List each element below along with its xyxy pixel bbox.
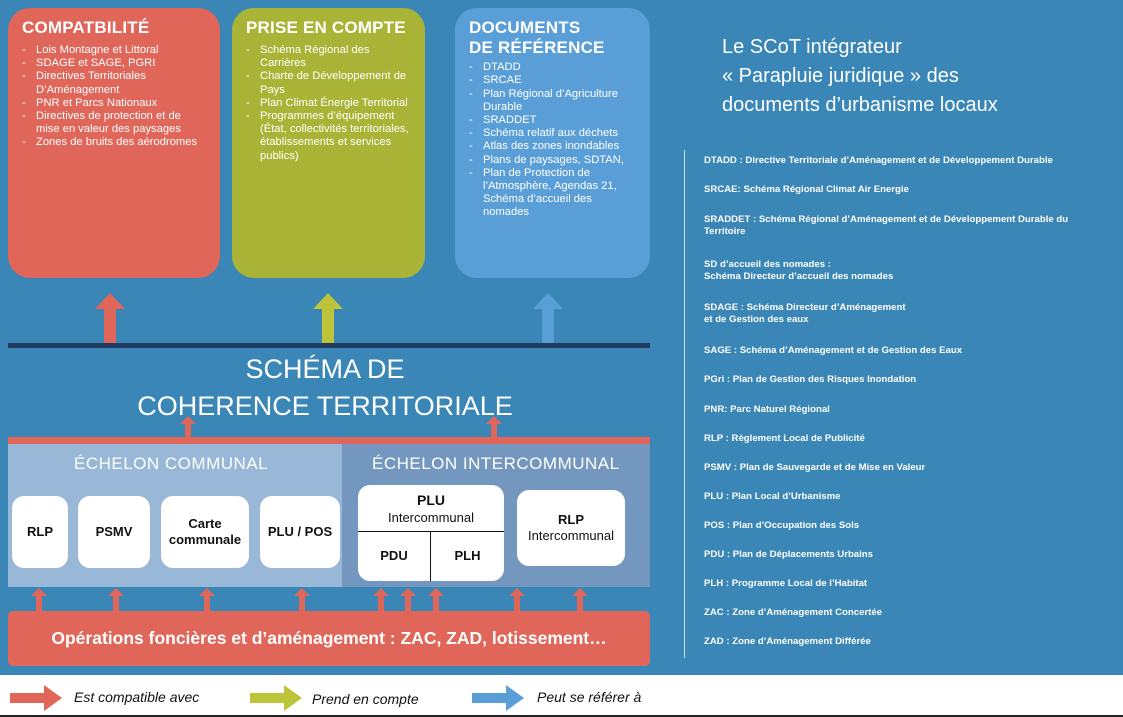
list-item: Directives de protection et de mise en v…	[22, 110, 206, 136]
list-item: PNR et Parcs Nationaux	[22, 97, 206, 110]
pdu-label: PDU	[380, 548, 408, 563]
echelon-intercommunal-title: ÉCHELON INTERCOMMUNAL	[372, 454, 620, 473]
glossary-item: SAGE : Schéma d’Aménagement et de Gestio…	[704, 345, 963, 356]
glossary-item: PGri : Plan de Gestion des Risques Inond…	[704, 374, 917, 385]
glossary-item: SRADDET : Schéma Régional d’Aménagement …	[704, 214, 1069, 237]
list-item: Atlas des zones inondables	[469, 140, 636, 153]
list-item: DTADD	[469, 61, 636, 74]
glossary-item: ZAD : Zone d’Aménagement Différée	[704, 636, 871, 647]
glossary-divider	[684, 150, 685, 658]
rlpi-subtitle: Intercommunal	[528, 528, 614, 543]
prise-en-compte-title: PRISE EN COMPTE	[246, 18, 406, 37]
title-line: DE RÉFÉRENCE	[469, 38, 605, 58]
small-up-arrow	[486, 416, 502, 438]
rlp-card: RLP	[12, 496, 68, 568]
card-divider	[430, 531, 431, 581]
small-up-arrow	[400, 588, 416, 611]
compatibility-title: COMPATBILITÉ	[22, 18, 150, 37]
legend-compatible-arrow	[10, 685, 62, 711]
prise-en-compte-box: PRISE EN COMPTE Schéma Régional des Carr…	[232, 8, 425, 278]
glossary-item: SDAGE : Schéma Directeur d’Aménagement e…	[704, 302, 906, 325]
legend-refere-arrow	[472, 685, 524, 711]
card-divider	[358, 531, 504, 532]
list-item: Lois Montagne et Littoral	[22, 44, 206, 57]
list-item: Plans de paysages, SDTAN,	[469, 154, 636, 167]
small-up-arrow	[428, 588, 444, 611]
reference-up-arrow	[533, 293, 563, 343]
plu-pos-card: PLU / POS	[260, 496, 340, 568]
glossary-item: PLU : Plan Local d’Urbanisme	[704, 491, 841, 502]
scot-integrateur-title: Le SCoT intégrateur « Parapluie juridiqu…	[722, 33, 998, 120]
glossary-item: PSMV : Plan de Sauvegarde et de Mise en …	[704, 462, 926, 473]
list-item: Schéma relatif aux déchets	[469, 127, 636, 140]
rlpi-card: RLP Intercommunal	[517, 490, 625, 566]
echelon-top-bar	[8, 437, 650, 444]
glossary-item: ZAC : Zone d’Aménagement Concertée	[704, 607, 883, 618]
small-up-arrow	[199, 588, 215, 611]
plui-subtitle: Intercommunal	[388, 510, 474, 525]
list-item: Programmes d’équipement (État, collectiv…	[246, 110, 411, 163]
list-item: Directives Territoriales D’Aménagement	[22, 70, 206, 96]
glossary-item: PNR: Parc Naturel Régional	[704, 404, 830, 415]
scot-title-line2: COHERENCE TERRITORIALE	[137, 391, 513, 421]
echelon-communal-title: ÉCHELON COMMUNAL	[74, 454, 269, 473]
title-line: Le SCoT intégrateur	[722, 36, 902, 58]
bottom-border-line	[0, 715, 1123, 717]
small-up-arrow	[180, 416, 196, 438]
plui-card: PLU Intercommunal PDU PLH	[358, 485, 504, 581]
list-item: Plan Régional d’Agriculture Durable	[469, 88, 636, 114]
prise-en-compte-up-arrow	[313, 293, 343, 343]
legend-prend-arrow	[250, 685, 302, 711]
card-line: communale	[168, 532, 242, 547]
small-up-arrow	[373, 588, 389, 611]
glossary-item: SD d’accueil des nomades : Schéma Direct…	[704, 259, 894, 282]
scot-title-line1: SCHÉMA DE	[245, 354, 405, 384]
list-item: Zones de bruits des aérodromes	[22, 136, 206, 149]
list-item: SRADDET	[469, 114, 636, 127]
plui-title: PLU	[417, 492, 445, 508]
list-item: SDAGE et SAGE, PGRI	[22, 57, 206, 70]
small-up-arrow	[294, 588, 310, 611]
compatible-up-arrow	[95, 293, 125, 343]
psmv-card: PSMV	[78, 496, 150, 568]
list-item: Schéma Régional des Carrières	[246, 44, 411, 70]
list-item: Plan de Protection de l’Atmosphère, Agen…	[469, 167, 636, 220]
operations-bar: Opérations foncières et d’aménagement : …	[8, 611, 650, 666]
compatibility-list: Lois Montagne et Littoral SDAGE et SAGE,…	[22, 44, 206, 150]
legend-compatible-label: Est compatible avec	[74, 689, 200, 705]
scot-top-line	[8, 343, 650, 348]
glossary-item: POS : Plan d’Occupation des Sols	[704, 520, 860, 531]
documents-reference-list: DTADD SRCAE Plan Régional d’Agriculture …	[469, 61, 636, 219]
legend-refere-label: Peut se référer à	[537, 689, 642, 705]
compatibility-box: COMPATBILITÉ Lois Montagne et Littoral S…	[8, 8, 220, 278]
list-item: Charte de Développement de Pays	[246, 70, 411, 96]
list-item: SRCAE	[469, 74, 636, 87]
glossary-item: PLH : Programme Local de l’Habitat	[704, 578, 868, 589]
legend-prend-label: Prend en compte	[312, 691, 419, 707]
glossary-item: RLP : Règlement Local de Publicité	[704, 433, 865, 444]
carte-communale-card: Carte communale	[161, 496, 249, 568]
small-up-arrow	[572, 588, 588, 611]
list-item: Plan Climat Énergie Territorial	[246, 97, 411, 110]
glossary-item: DTADD : Directive Territoriale d’Aménage…	[704, 155, 1053, 166]
glossary-item: PDU : Plan de Déplacements Urbains	[704, 549, 874, 560]
small-up-arrow	[509, 588, 525, 611]
small-up-arrow	[108, 588, 124, 611]
glossary-item: SRCAE: Schéma Régional Climat Air Energi…	[704, 184, 909, 195]
title-line: « Parapluie juridique » des	[722, 65, 959, 87]
plh-label: PLH	[454, 548, 481, 563]
rlpi-title: RLP	[558, 512, 584, 527]
card-line: Carte	[188, 516, 222, 531]
small-up-arrow	[31, 588, 47, 611]
title-line: documents d’urbanisme locaux	[722, 94, 998, 116]
title-line: DOCUMENTS	[469, 18, 581, 37]
prise-en-compte-list: Schéma Régional des Carrières Charte de …	[246, 44, 411, 163]
